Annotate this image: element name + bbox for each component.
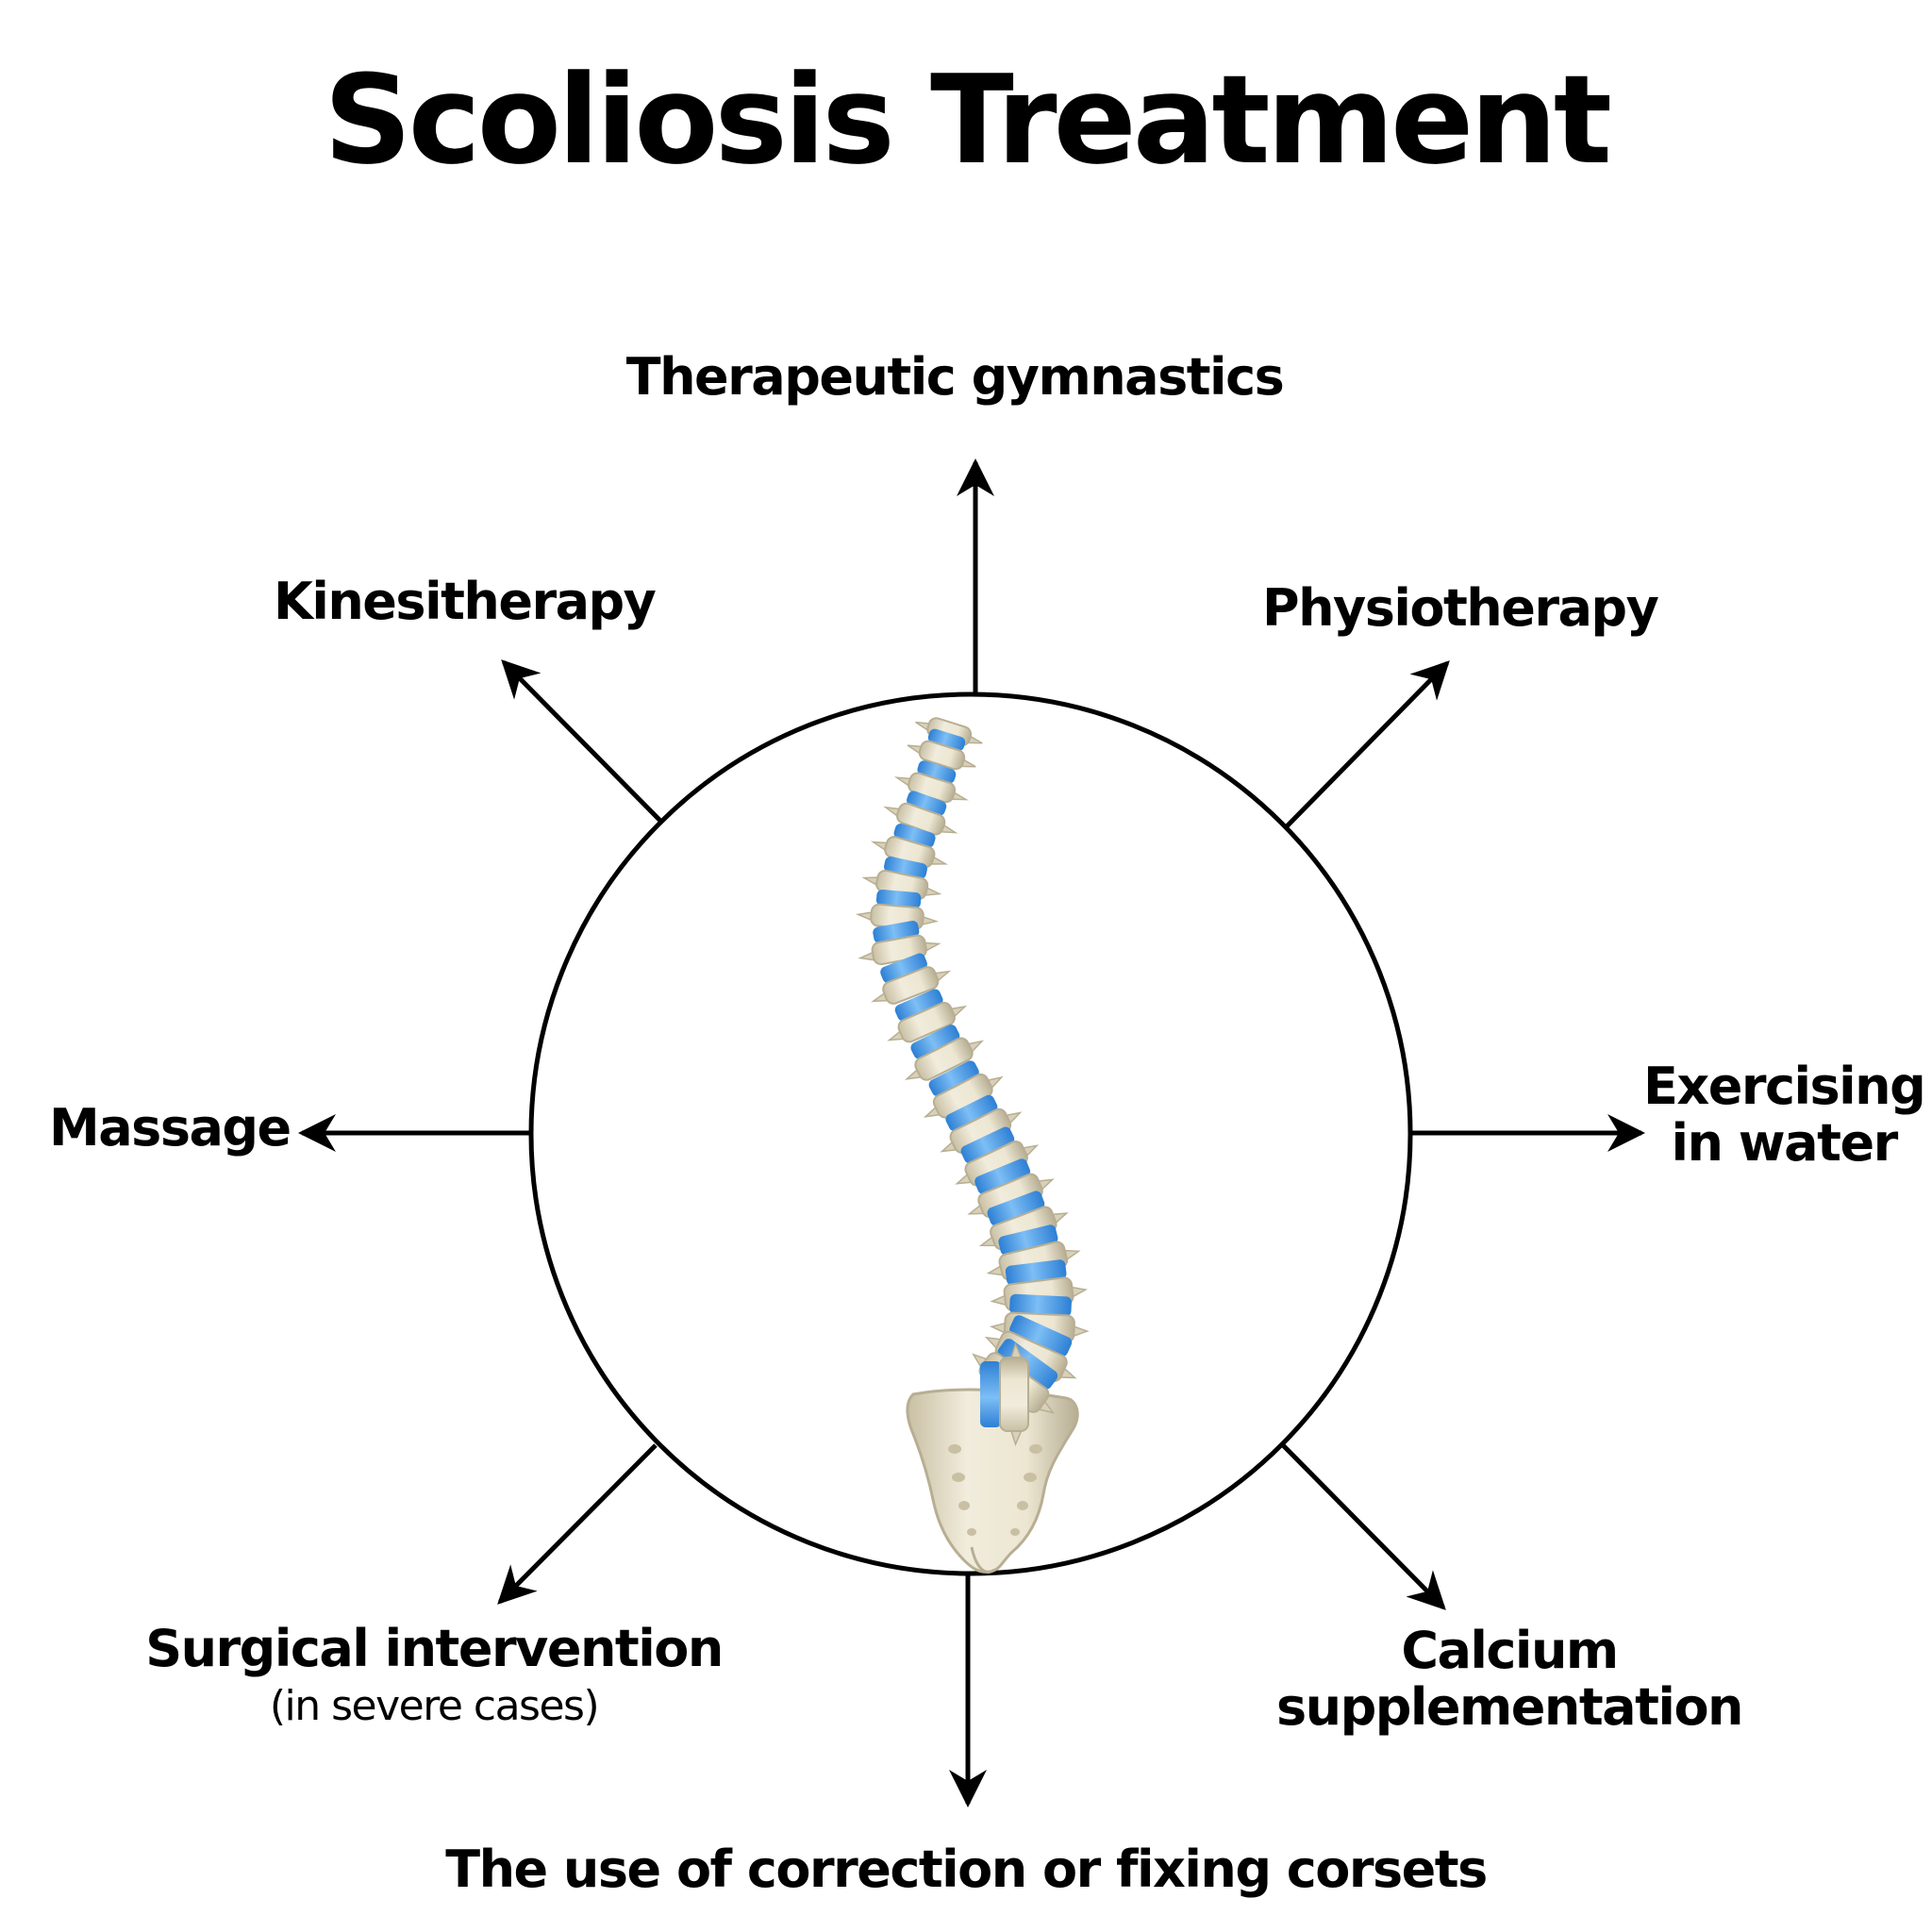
- label-exercising-in-water: Exercising in water: [1643, 1057, 1926, 1174]
- center-circle: [528, 691, 1413, 1576]
- spine-disc: [927, 728, 966, 752]
- sacrum: [906, 1388, 1079, 1574]
- label-physiotherapy: Physiotherapy: [1262, 578, 1659, 638]
- label-surgical-note: (in severe cases): [269, 1682, 600, 1731]
- spine-disc: [917, 760, 957, 784]
- arrow-bottom-right: [1281, 1443, 1446, 1610]
- spine-disc: [974, 1158, 1031, 1194]
- diagram-title: Scoliosis Treatment: [324, 48, 1612, 192]
- vertebra: [882, 966, 940, 1005]
- spine-disc: [998, 1224, 1058, 1256]
- vertebra: [914, 1037, 974, 1081]
- spine-segment: [858, 920, 941, 966]
- spine-segment: [883, 791, 958, 836]
- spine-disc: [893, 824, 936, 848]
- spine-disc: [880, 953, 927, 983]
- arrow-top-left: [501, 659, 662, 823]
- spine-segment: [907, 728, 976, 771]
- label-exercising-line2: in water: [1671, 1113, 1899, 1174]
- spine-disc: [980, 1361, 1002, 1427]
- spine-disc: [910, 1024, 960, 1059]
- spine-disc: [875, 889, 922, 909]
- label-massage: Massage: [49, 1098, 291, 1158]
- spine-illustration: [855, 717, 1090, 1574]
- spine-disc: [1009, 1293, 1072, 1317]
- vertebra: [918, 740, 966, 771]
- spine-disc: [960, 1126, 1015, 1164]
- spine-segment: [904, 1024, 985, 1081]
- label-corsets: The use of correction or fixing corsets: [445, 1840, 1488, 1899]
- spine-segment: [980, 1341, 1029, 1447]
- label-calcium-line1: Calcium: [1401, 1621, 1619, 1680]
- arrow-top-right: [1284, 660, 1450, 829]
- spine-disc: [945, 1094, 998, 1131]
- spine-segment: [870, 824, 949, 869]
- spine-disc: [1009, 1315, 1073, 1357]
- label-exercising-line1: Exercising: [1643, 1057, 1926, 1116]
- spine-segment: [955, 1126, 1040, 1187]
- spine-disc: [987, 1191, 1045, 1226]
- spine-disc: [928, 1060, 979, 1097]
- label-therapeutic-gymnastics: Therapeutic gymnastics: [625, 347, 1285, 407]
- spine-segment: [887, 989, 968, 1043]
- label-surgical-line: Surgical intervention: [145, 1619, 724, 1678]
- spine-segment: [923, 1060, 1004, 1119]
- spine-segment: [871, 953, 952, 1005]
- arrow-bottom-left: [497, 1443, 658, 1605]
- spine-disc: [894, 989, 943, 1022]
- label-calcium-supplementation: Calcium supplementation: [1264, 1621, 1755, 1738]
- vertebra: [897, 1002, 956, 1043]
- label-kinesitherapy: Kinesitherapy: [274, 572, 657, 631]
- label-surgical-intervention: Surgical intervention (in severe cases): [142, 1619, 726, 1731]
- spine-disc: [907, 791, 947, 816]
- vertebra: [999, 1357, 1029, 1432]
- label-calcium-line2: supplementation: [1276, 1677, 1743, 1738]
